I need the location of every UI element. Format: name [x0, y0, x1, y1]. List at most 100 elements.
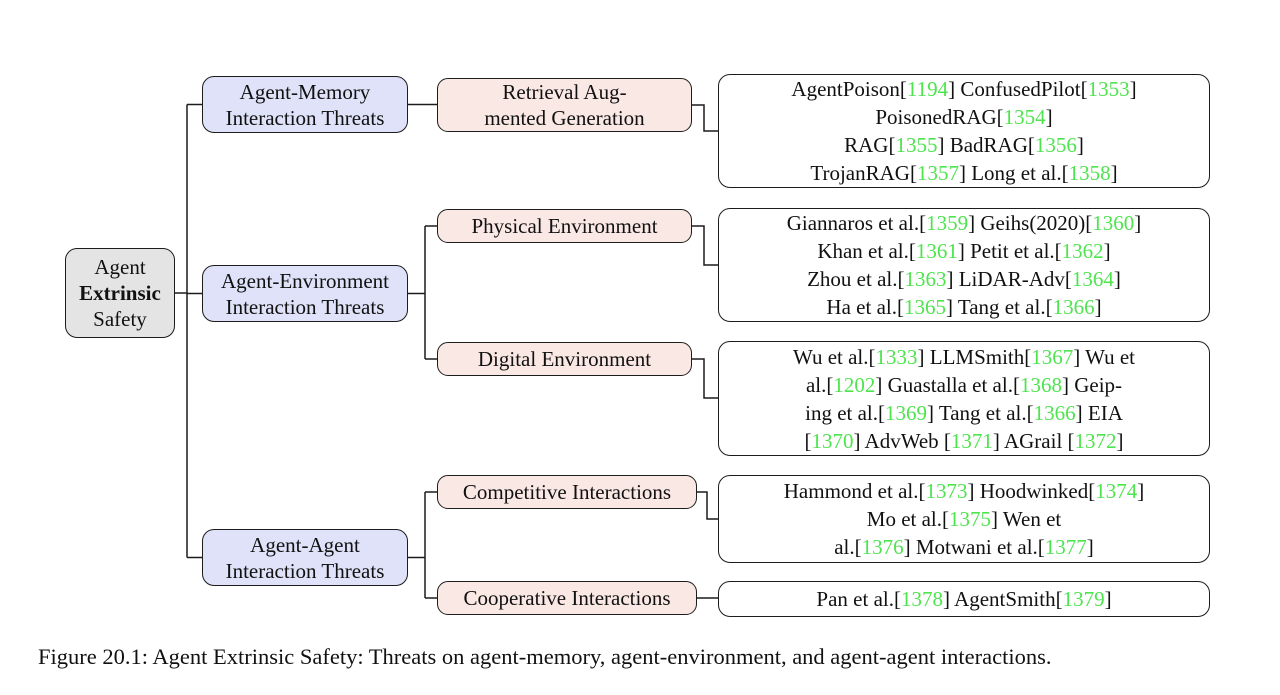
citation-text: PoisonedRAG[ [875, 105, 1004, 129]
citation-text: ] [1103, 239, 1111, 263]
citation-ref-number: 1372 [1074, 428, 1117, 453]
citation-ref-number: 1194 [906, 77, 949, 101]
citation-ref-number: 1363 [904, 267, 947, 291]
citation-text: ] Motwani et al.[ [903, 535, 1045, 559]
citation-ref-number: 1368 [1019, 372, 1062, 397]
citation-ref-number: 1375 [949, 507, 991, 531]
citation-text: Zhou et al.[ [807, 267, 905, 291]
citation-text: ] [1104, 587, 1112, 611]
citation-text: ] [1045, 105, 1053, 129]
citation-line: Zhou et al.[1363] LiDAR-Adv[1364] [807, 265, 1121, 293]
citation-ref-number: 1356 [1034, 133, 1077, 157]
citation-ref-number: 1366 [1052, 295, 1095, 319]
citation-text: ] Tang et al.[ [927, 400, 1034, 425]
citation-ref-number: 1360 [1092, 211, 1135, 235]
citation-ref-number: 1359 [926, 211, 969, 235]
citation-ref-number: 1358 [1068, 161, 1111, 185]
citation-text: ] [1137, 479, 1145, 503]
citation-text: ] Wu et [1073, 344, 1136, 369]
citation-line: Giannaros et al.[1359] Geihs(2020)[1360] [787, 209, 1142, 237]
citation-ref-number: 1364 [1071, 267, 1114, 291]
citation-ref-number: 1371 [950, 428, 993, 453]
node-competitive-interactions: Competitive Interactions [437, 475, 697, 509]
node-physical-environment: Physical Environment [437, 209, 692, 243]
citation-text: ] [1134, 211, 1142, 235]
citation-text: ] [1094, 295, 1102, 319]
root-line-1: Agent [94, 255, 146, 279]
citation-line: Ha et al.[1365] Tang et al.[1366] [826, 293, 1101, 321]
citation-line: Khan et al.[1361] Petit et al.[1362] [817, 237, 1110, 265]
citation-ref-number: 1379 [1062, 587, 1105, 611]
citation-ref-number: 1370 [811, 428, 854, 453]
root-node-label: Agent Extrinsic Safety [79, 254, 161, 332]
citation-line: PoisonedRAG[1354] [875, 103, 1052, 131]
citation-ref-number: 1365 [903, 295, 946, 319]
citation-text: ] Long et al.[ [958, 161, 1069, 185]
citation-box-retrieval-augmented-generation: AgentPoison[1194] ConfusedPilot[1353]Poi… [718, 74, 1210, 188]
citation-text: AgentPoison[ [791, 77, 907, 101]
citation-text: ] Hoodwinked[ [967, 479, 1096, 503]
node-agent-agent-interaction-threats: Agent-Agent Interaction Threats [202, 529, 408, 586]
citation-text: ] LiDAR-Adv[ [946, 267, 1072, 291]
citation-line: Pan et al.[1378] AgentSmith[1379] [816, 585, 1111, 613]
node-agent-environment-interaction-threats: Agent-Environment Interaction Threats [202, 265, 408, 322]
node-agent-memory-interaction-threats: Agent-Memory Interaction Threats [202, 76, 408, 133]
citation-ref-number: 1355 [895, 133, 938, 157]
citation-ref-number: 1202 [833, 372, 876, 397]
citation-text: ] LLMSmith[ [917, 344, 1032, 369]
citation-box-cooperative-interactions: Pan et al.[1378] AgentSmith[1379] [718, 581, 1210, 617]
citation-line: Wu et al.[1333] LLMSmith[1367] Wu et [793, 343, 1135, 371]
citation-text: ] Tang et al.[ [945, 295, 1053, 319]
node-retrieval-augmented-generation: Retrieval Aug- mented Generation [437, 78, 692, 132]
root-line-3: Safety [93, 307, 147, 331]
citation-text: ] [1116, 428, 1124, 453]
citation-text: Pan et al.[ [816, 587, 901, 611]
citation-text: ] Petit et al.[ [957, 239, 1062, 263]
citation-ref-number: 1374 [1095, 479, 1138, 503]
citation-line: RAG[1355] BadRAG[1356] [844, 131, 1084, 159]
citation-text: Wu et al.[ [792, 344, 876, 369]
citation-text: TrojanRAG[ [810, 161, 917, 185]
node-cooperative-interactions: Cooperative Interactions [437, 581, 697, 615]
citation-ref-number: 1367 [1031, 344, 1074, 369]
citation-text: Khan et al.[ [817, 239, 916, 263]
citation-ref-number: 1361 [915, 239, 958, 263]
citation-line: Mo et al.[1375] Wen et [867, 505, 1061, 533]
citation-ref-number: 1378 [900, 587, 943, 611]
citation-ref-number: 1333 [875, 344, 918, 369]
root-line-2: Extrinsic [79, 281, 161, 305]
citation-ref-number: 1354 [1003, 105, 1046, 129]
citation-text: ] EIA [1075, 400, 1123, 425]
citation-text: ] AgentSmith[ [942, 587, 1063, 611]
node-digital-environment: Digital Environment [437, 342, 692, 376]
citation-line: AgentPoison[1194] ConfusedPilot[1353] [791, 75, 1136, 103]
citation-text: ] [1110, 161, 1118, 185]
citation-text: ] Geip- [1061, 372, 1123, 397]
citation-ref-number: 1376 [861, 535, 904, 559]
citation-text: ] AGrail [ [992, 428, 1075, 453]
citation-text: al.[ [805, 372, 834, 397]
citation-box-competitive-interactions: Hammond et al.[1373] Hoodwinked[1374] Mo … [718, 475, 1210, 563]
citation-text: ] BadRAG[ [937, 133, 1035, 157]
citation-ref-number: 1366 [1033, 400, 1076, 425]
citation-text: al.[ [834, 535, 862, 559]
citation-line: ing et al.[1369] Tang et al.[1366] EIA [805, 399, 1123, 427]
citation-ref-number: 1373 [925, 479, 968, 503]
root-node-agent-extrinsic-safety: Agent Extrinsic Safety [65, 248, 175, 338]
citation-box-physical-environment: Giannaros et al.[1359] Geihs(2020)[1360]… [718, 208, 1210, 322]
citation-text: ] AdvWeb [ [853, 428, 951, 453]
citation-text: Ha et al.[ [826, 295, 904, 319]
citation-text: Giannaros et al.[ [786, 211, 927, 235]
citation-ref-number: 1369 [885, 400, 928, 425]
citation-text: ] [1086, 535, 1094, 559]
citation-text: ] Wen et [991, 507, 1062, 531]
citation-text: [ [804, 428, 812, 453]
citation-text: Hammond et al.[ [783, 479, 926, 503]
citation-ref-number: 1357 [916, 161, 959, 185]
citation-text: ing et al.[ [805, 400, 886, 425]
citation-ref-number: 1362 [1061, 239, 1104, 263]
citation-line: TrojanRAG[1357] Long et al.[1358] [810, 159, 1117, 187]
